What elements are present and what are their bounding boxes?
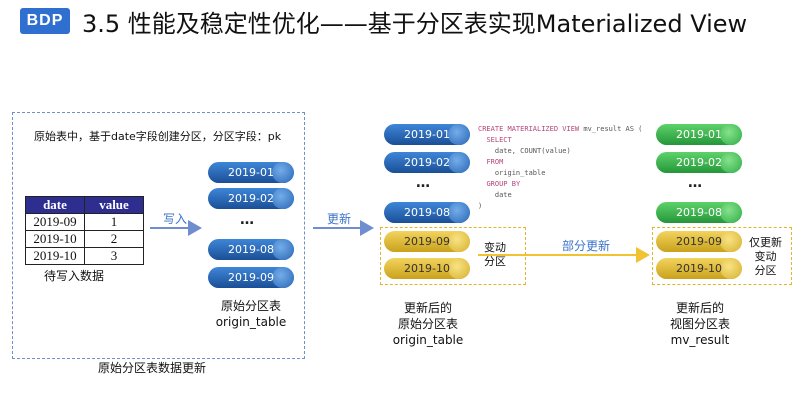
view-changed-note: 仅更新 变动 分区 <box>749 236 782 277</box>
view-changed-frame <box>652 227 792 285</box>
view-partition-pill-changed: 2019-09 <box>656 231 742 252</box>
view-partition-pill: 2019-02 <box>656 152 742 173</box>
slide-title: 3.5 性能及稳定性优化——基于分区表实现Materialized View <box>82 10 748 38</box>
partial-update-label: 部分更新 <box>562 239 611 253</box>
table-row: 2019-10 3 <box>25 247 144 265</box>
partition-pill: 2019-01 <box>208 162 294 183</box>
partition-pill-changed: 2019-10 <box>384 258 470 279</box>
origin-table-caption: 原始分区表 origin_table <box>215 299 287 329</box>
partition-description: 原始表中，基于date字段创建分区，分区字段：pk <box>34 130 282 143</box>
bdp-logo: BDP <box>20 8 70 34</box>
updated-origin-caption: 更新后的 原始分区表 origin_table <box>392 301 464 347</box>
partition-pill: 2019-08 <box>208 239 294 260</box>
left-panel-frame <box>12 112 305 359</box>
ellipsis: … <box>688 175 702 191</box>
write-label: 写入 <box>163 212 188 226</box>
table-row: 2019-10 2 <box>25 230 144 248</box>
table-cell: 2019-10 <box>25 247 85 265</box>
update-label: 更新 <box>327 212 352 226</box>
pending-data-table: date value 2019-09 1 2019-10 2 2019-10 3 <box>25 196 144 265</box>
partition-pill: 2019-01 <box>384 124 470 145</box>
table-cell: 3 <box>84 247 144 265</box>
left-panel-caption: 原始分区表数据更新 <box>98 361 207 375</box>
view-partition-pill-changed: 2019-10 <box>656 258 742 279</box>
view-partition-pill: 2019-01 <box>656 124 742 145</box>
changed-partitions-frame <box>380 227 526 285</box>
updated-view-caption: 更新后的 视图分区表 mv_result <box>669 301 730 347</box>
ellipsis: … <box>240 212 254 228</box>
partition-pill: 2019-08 <box>384 202 470 223</box>
column-header: value <box>84 196 144 214</box>
table-header-row: date value <box>25 196 144 214</box>
changed-partitions-label: 变动 分区 <box>484 241 506 268</box>
table-cell: 2019-09 <box>25 213 85 231</box>
pending-data-caption: 待写入数据 <box>44 269 105 283</box>
column-header: date <box>25 196 85 214</box>
partition-pill: 2019-02 <box>384 152 470 173</box>
partition-pill: 2019-02 <box>208 188 294 209</box>
view-partition-pill: 2019-08 <box>656 202 742 223</box>
partition-pill-changed: 2019-09 <box>384 231 470 252</box>
partition-pill: 2019-09 <box>208 267 294 288</box>
sql-code-block: CREATE MATERIALIZED VIEW mv_result AS ( … <box>478 125 643 210</box>
ellipsis: … <box>416 175 430 191</box>
